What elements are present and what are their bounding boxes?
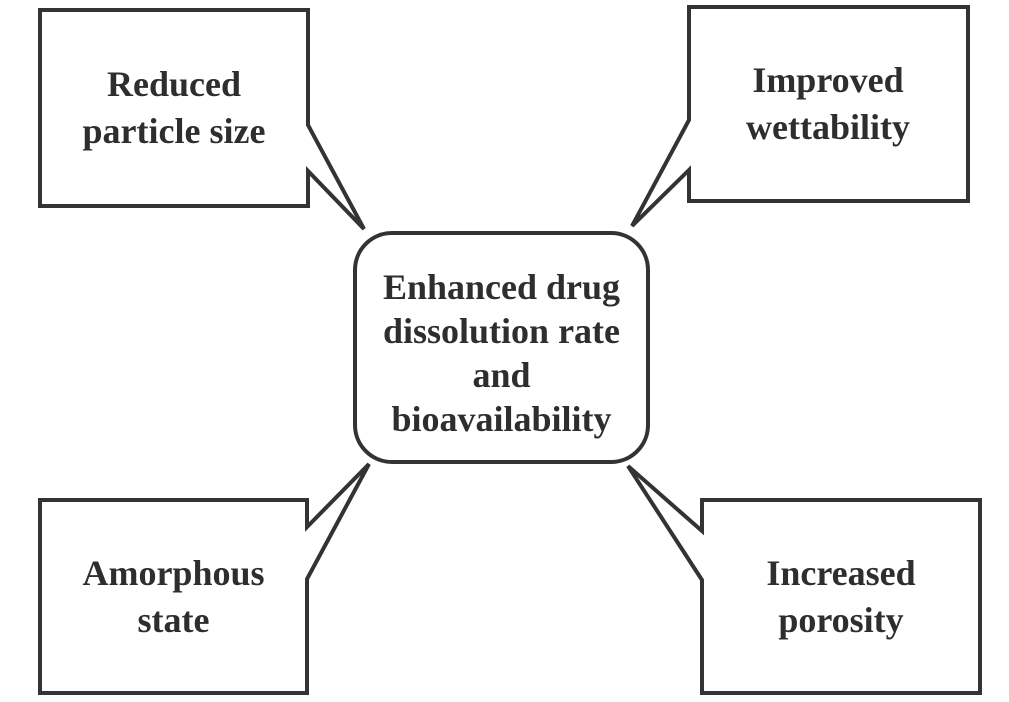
callout-shape-amorphous-state (38, 462, 371, 695)
callout-shape-improved-wettability (630, 5, 970, 228)
center-node-shape (353, 231, 650, 464)
callout-shape-increased-porosity (626, 464, 982, 695)
callout-shape-reduced-particle-size (38, 8, 366, 231)
